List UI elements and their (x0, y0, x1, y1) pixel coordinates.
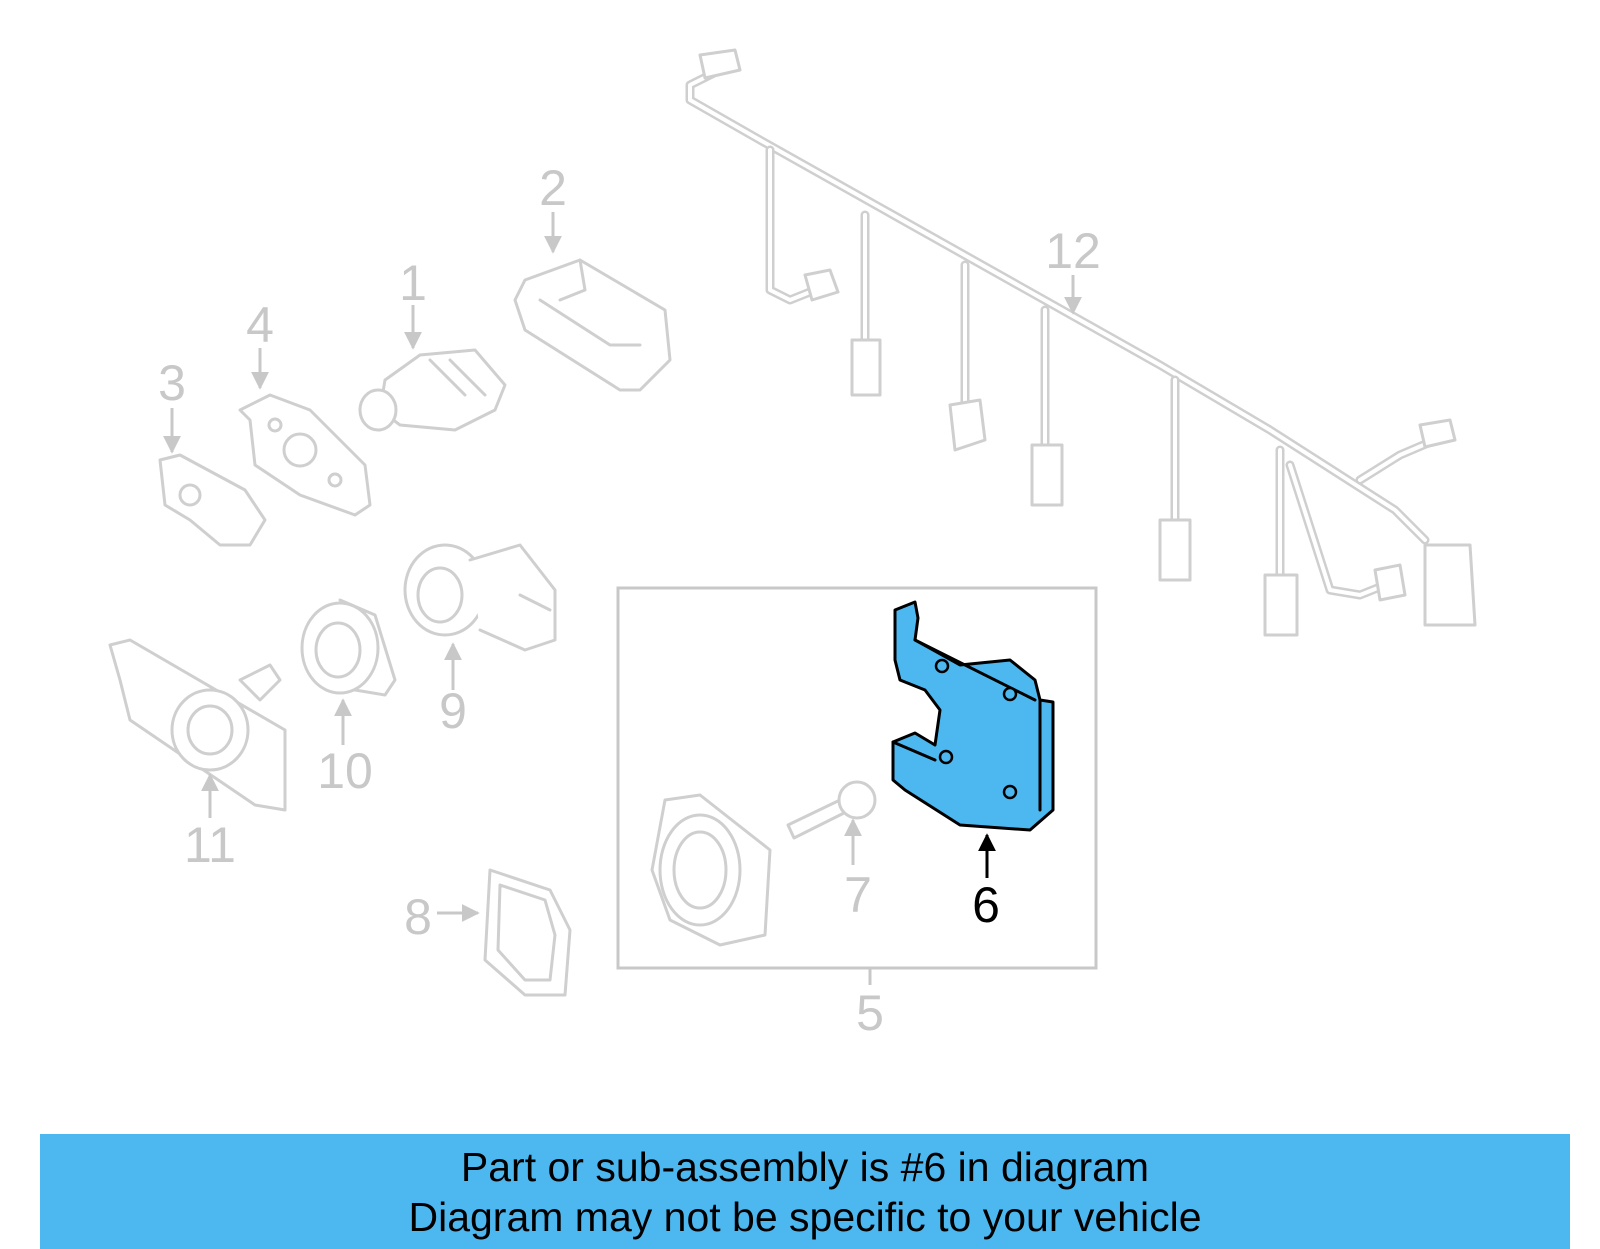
part-12-wiring-harness (685, 48, 1477, 637)
part-1-sensor (358, 348, 507, 432)
callout-7: 7 (844, 867, 872, 923)
callout-12: 12 (1045, 223, 1101, 279)
part-3-clip (158, 453, 267, 547)
part-6-highlighted-bracket[interactable] (891, 600, 1055, 832)
callout-9: 9 (439, 683, 467, 739)
part-7-bolt (786, 780, 877, 840)
part-5-assembly-box (616, 586, 1098, 985)
part-2-sensor-bracket (513, 258, 672, 392)
part-4-mount-bracket (238, 393, 372, 517)
callout-4: 4 (246, 297, 274, 353)
banner-line-disclaimer: Diagram may not be specific to your vehi… (408, 1193, 1202, 1240)
callout-leaders (163, 212, 1082, 922)
callout-6: 6 (972, 877, 1000, 933)
part-10-ring-holder (300, 598, 397, 697)
callout-5: 5 (856, 985, 884, 1041)
callout-1: 1 (399, 255, 427, 311)
part-11-bumper-bracket (108, 638, 287, 812)
sensor-inside-assembly (650, 793, 772, 947)
callout-10: 10 (317, 743, 373, 799)
callout-8: 8 (404, 889, 432, 945)
banner-line-part-info: Part or sub-assembly is #6 in diagram (460, 1143, 1150, 1190)
part-9-sensor-housing (403, 543, 557, 652)
callout-3: 3 (158, 355, 186, 411)
part-8-seal (483, 868, 572, 997)
callout-11: 11 (184, 817, 236, 873)
callout-2: 2 (539, 160, 567, 216)
callout-labels: 1 2 3 4 5 6 7 8 9 10 11 12 (158, 160, 1101, 1041)
info-banner: Part or sub-assembly is #6 in diagram Di… (40, 1134, 1570, 1249)
